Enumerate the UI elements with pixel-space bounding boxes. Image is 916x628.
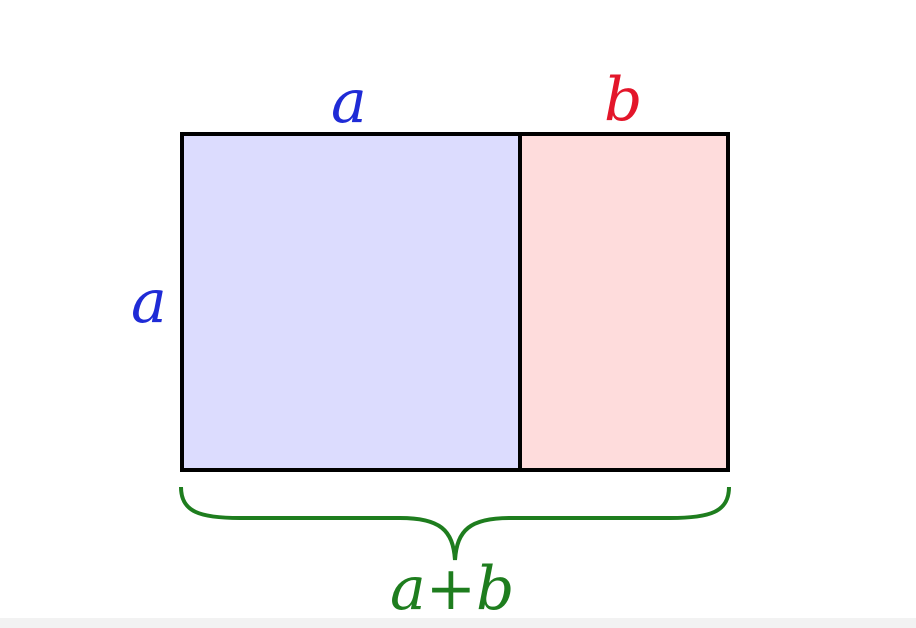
top-label-b: b (604, 65, 643, 135)
top-label-a: a (331, 67, 367, 137)
bottom-strip (0, 618, 916, 628)
sum-label-a-plus-b: a+b (390, 554, 515, 624)
square-a (180, 132, 522, 472)
rectangle-b (518, 132, 730, 472)
side-label-a: a (131, 267, 167, 337)
curly-brace (179, 486, 731, 561)
outer-rectangle-outline (180, 132, 730, 472)
